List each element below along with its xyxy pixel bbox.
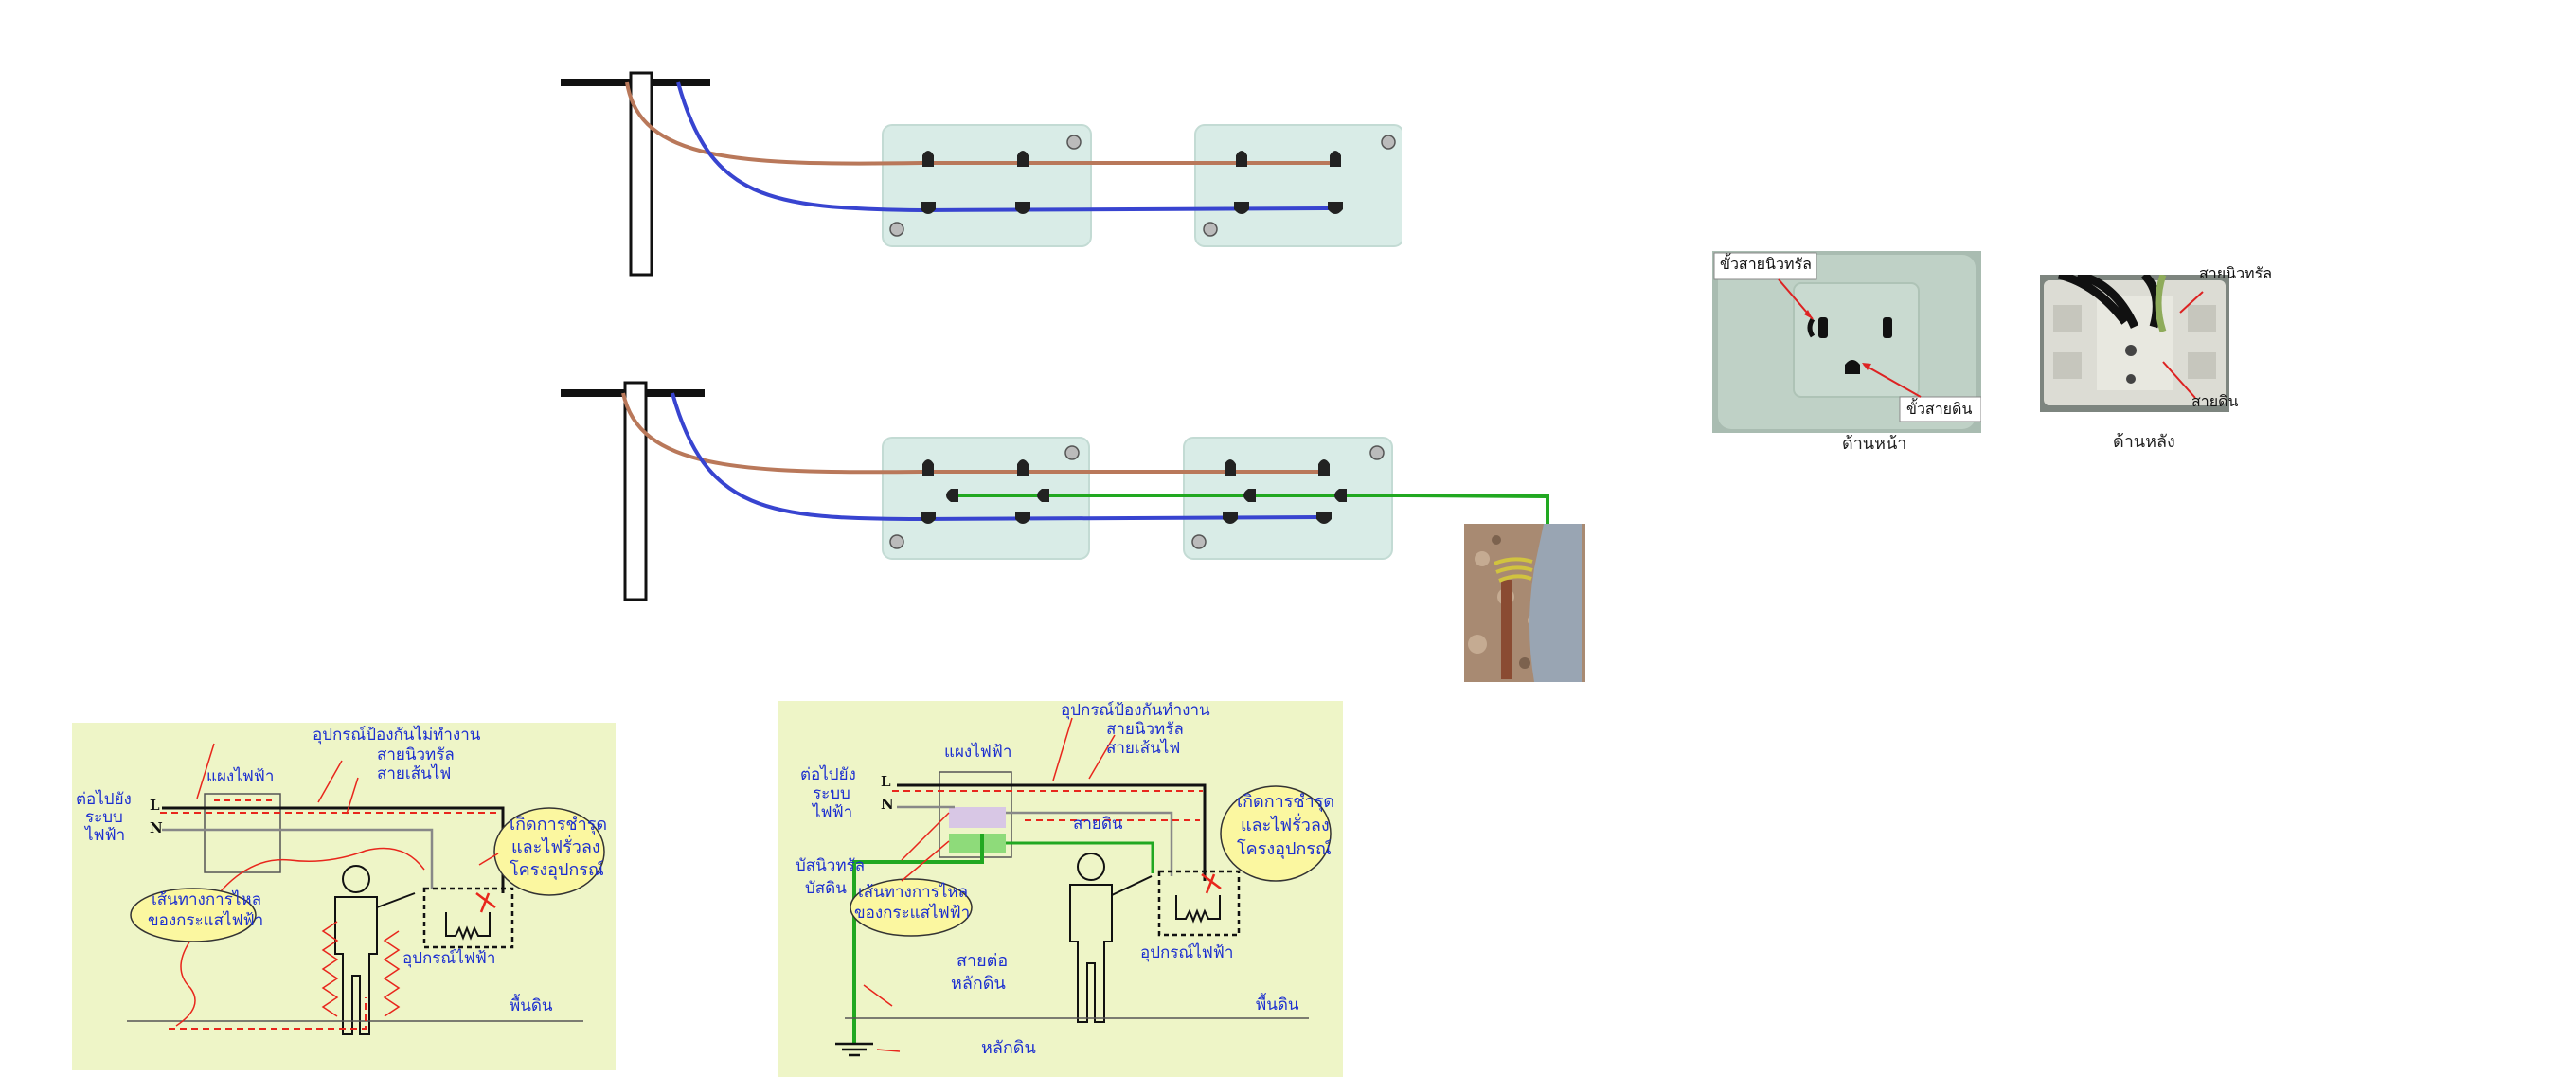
b-terminal-n: N xyxy=(881,796,894,813)
a-to-system-l1: ต่อไปยัง xyxy=(76,790,132,809)
a-device-not-working: อุปกรณ์ป้องกันไม่ทำงาน xyxy=(313,726,481,745)
neutral-wire xyxy=(671,392,1320,522)
b-earth-conductor-l2: หลักดิน xyxy=(951,974,1006,994)
a-path-l1: เส้นทางการไหล xyxy=(152,890,262,909)
b-earth-rod: หลักดิน xyxy=(981,1038,1036,1058)
b-fault-l3: โครงอุปกรณ์ xyxy=(1237,839,1332,859)
person-figure xyxy=(1069,853,1153,1023)
wiring-diagram-with-ground xyxy=(549,369,1591,691)
front-neutral-pin-label: ขั้วสายนิวทรัล xyxy=(1720,255,1812,273)
b-neutral-bus-l2: บัสดิน xyxy=(805,879,847,898)
back-ground-label: สายดิน xyxy=(2191,392,2239,410)
live-wire xyxy=(625,81,1331,166)
ground-rod-photo xyxy=(1464,524,1585,682)
live-wire xyxy=(621,392,1319,475)
neutral-bus xyxy=(949,807,1006,828)
b-neutral-wire: สายนิวทรัล xyxy=(1106,720,1184,739)
b-path-l1: เส้นทางการไหล xyxy=(858,883,969,902)
a-terminal-l: L xyxy=(150,797,160,814)
back-neutral-label: สายนิวทรัล xyxy=(2199,264,2272,282)
person-figure xyxy=(334,865,416,1035)
diagram-fault-with-ground xyxy=(778,701,1343,1077)
b-ground-wire: สายดิน xyxy=(1073,815,1123,834)
outlet-plate-1 xyxy=(882,437,1090,560)
a-to-system-l2: ระบบ xyxy=(85,808,123,827)
a-neutral-wire: สายนิวทรัล xyxy=(377,745,455,764)
b-terminal-l: L xyxy=(881,773,891,790)
b-to-system-l1: ต่อไปยัง xyxy=(800,765,856,784)
earth-symbol xyxy=(835,1042,873,1057)
outlet-back-photo xyxy=(2040,275,2229,412)
outlet-front-photo xyxy=(1712,251,1981,433)
front-caption: ด้านหน้า xyxy=(1842,434,1907,454)
screw-icons xyxy=(889,135,1396,237)
b-appliance: อุปกรณ์ไฟฟ้า xyxy=(1140,943,1234,962)
b-fault-l2: และไฟรั่วลง xyxy=(1241,816,1330,835)
wiring-diagram-no-ground xyxy=(549,57,1402,284)
b-to-system-l3: ไฟฟ้า xyxy=(813,803,853,822)
b-neutral-bus-l1: บัสนิวทรัล xyxy=(796,856,866,875)
a-fault-l3: โครงอุปกรณ์ xyxy=(510,860,604,880)
b-live-wire: สายเส้นไฟ xyxy=(1106,739,1181,758)
outlet-slots xyxy=(921,151,1343,214)
screw-icons xyxy=(889,445,1385,549)
a-ground-surface: พื้นดิน xyxy=(510,996,553,1015)
a-panel: แผงไฟฟ้า xyxy=(206,767,275,786)
outlet-plate-2 xyxy=(1183,437,1393,560)
appliance-box xyxy=(1157,870,1241,937)
a-appliance: อุปกรณ์ไฟฟ้า xyxy=(402,949,496,968)
a-path-l2: ของกระแสไฟฟ้า xyxy=(148,911,264,930)
outlet-plate-2 xyxy=(1194,124,1402,247)
ground-bus xyxy=(949,834,1006,853)
outlet-slots xyxy=(921,459,1347,524)
neutral-wire xyxy=(676,81,1332,213)
back-caption: ด้านหลัง xyxy=(2113,432,2175,452)
diagram-fault-without-ground xyxy=(72,723,616,1070)
b-earth-conductor-l1: สายต่อ xyxy=(957,951,1009,971)
a-to-system-l3: ไฟฟ้า xyxy=(85,826,126,845)
b-fault-l1: เกิดการชำรุด xyxy=(1237,792,1335,812)
electrical-panel xyxy=(939,771,1012,858)
outlet-plate-1 xyxy=(882,124,1092,247)
appliance-box xyxy=(422,887,514,949)
b-device-working: อุปกรณ์ป้องกันทำงาน xyxy=(1061,701,1210,720)
a-fault-l2: และไฟรั่วลง xyxy=(511,837,600,857)
utility-pole xyxy=(623,381,648,601)
b-to-system-l2: ระบบ xyxy=(813,784,850,803)
b-ground-surface: พื้นดิน xyxy=(1256,996,1299,1014)
a-live-wire: สายเส้นไฟ xyxy=(377,764,452,783)
a-terminal-n: N xyxy=(150,819,163,836)
front-ground-pin-label: ขั้วสายดิน xyxy=(1906,400,1973,418)
b-panel: แผงไฟฟ้า xyxy=(944,743,1012,762)
a-fault-l1: เกิดการชำรุด xyxy=(510,815,608,835)
b-path-l2: ของกระแสไฟฟ้า xyxy=(854,904,971,923)
